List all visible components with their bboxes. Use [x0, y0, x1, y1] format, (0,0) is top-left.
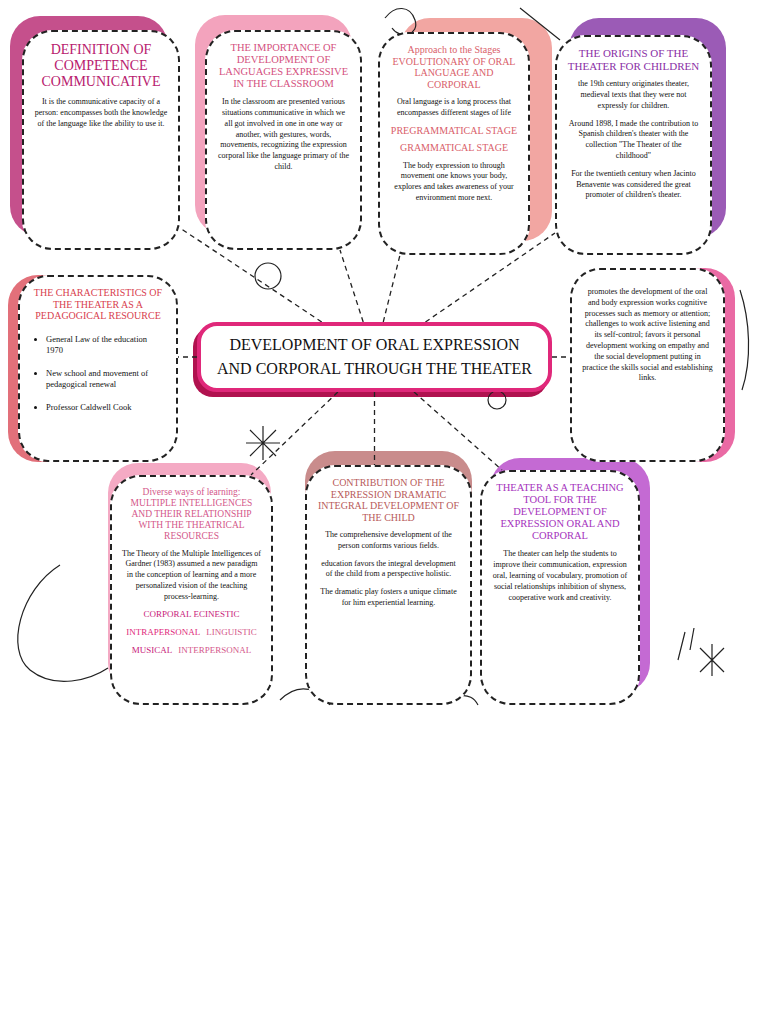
box-body: For the twentieth century when Jacinto B…: [567, 169, 700, 201]
box-body: the 19th century originates theater, med…: [567, 79, 700, 111]
topic-box: Approach to the Stages EVOLUTIONARY OF O…: [378, 32, 530, 255]
box-heading: DEFINITION OF COMPETENCE COMMUNICATIVE: [34, 42, 168, 90]
doodle-asterisk: [700, 644, 724, 676]
dashed-connector: [383, 255, 400, 322]
box-body: It is the communicative capacity of a pe…: [34, 97, 168, 129]
box-heading: CONTRIBUTION OF THE EXPRESSION DRAMATIC …: [317, 477, 460, 523]
intelligence-tag: MUSICAL: [132, 645, 173, 655]
intelligence-tag: LINGUISTIC: [206, 627, 257, 637]
intelligence-tag: INTERPERSONAL: [178, 645, 251, 655]
dashed-connector: [178, 356, 197, 357]
intelligence-tag: CORPORAL ECINESTIC: [144, 609, 240, 619]
dashed-connector: [374, 392, 375, 465]
box-heading: THE IMPORTANCE OF DEVELOPMENT OF LANGUAG…: [217, 42, 350, 90]
box-heading: THE ORIGINS OF THE THEATER FOR CHILDREN: [567, 47, 700, 72]
doodle-circle: [488, 391, 506, 409]
box-heading: Diverse ways of learning: MULTIPLE INTEL…: [122, 487, 261, 542]
box-body: The body expression to through movement …: [390, 161, 518, 204]
box-body: The theater can help the students to imp…: [492, 549, 628, 603]
topic-box: promotes the development of the oral and…: [570, 268, 725, 462]
box-body: Around 1898, I made the contribution to …: [567, 119, 700, 162]
topic-box: DEFINITION OF COMPETENCE COMMUNICATIVE It…: [22, 30, 180, 250]
doodle-stroke: [678, 628, 694, 660]
dashed-connector: [414, 392, 502, 470]
box-body: education favors the integral developmen…: [317, 559, 460, 581]
stage-heading: GRAMMATICAL STAGE: [390, 142, 518, 154]
stage-heading: PREGRAMMATICAL STAGE: [390, 125, 518, 137]
box-body: promotes the development of the oral and…: [582, 287, 713, 384]
box-body: In the classroom are presented various s…: [217, 97, 350, 173]
dashed-connector: [340, 250, 363, 322]
box-heading: THEATER AS A TEACHING TOOL FOR THE DEVEL…: [492, 482, 628, 542]
bullet-item: Professor Caldwell Cook: [46, 402, 166, 413]
intelligence-tag: INTRAPERSONAL: [126, 627, 200, 637]
topic-box: THE IMPORTANCE OF DEVELOPMENT OF LANGUAG…: [205, 30, 362, 250]
doodle-curve: [740, 290, 749, 390]
box-body: The Theory of the Multiple Intelligences…: [122, 549, 261, 603]
bullet-item: General Law of the education 1970: [46, 334, 166, 356]
box-heading: THE CHARACTERISTICS OF THE THEATER AS A …: [30, 287, 166, 322]
doodle-curve: [18, 565, 108, 681]
topic-box: THEATER AS A TEACHING TOOL FOR THE DEVEL…: [480, 470, 640, 705]
topic-box: CONTRIBUTION OF THE EXPRESSION DRAMATIC …: [305, 465, 472, 705]
doodle-asterisk: [246, 426, 280, 460]
topic-box: Diverse ways of learning: MULTIPLE INTEL…: [110, 475, 273, 705]
doodle-circle: [255, 263, 281, 289]
doodle-curve: [385, 8, 416, 34]
dashed-connector: [552, 356, 570, 357]
box-body: Oral language is a long process that enc…: [390, 97, 518, 119]
box-heading: Approach to the Stages EVOLUTIONARY OF O…: [390, 44, 518, 90]
box-body: The comprehensive development of the per…: [317, 530, 460, 552]
dashed-connector: [251, 392, 338, 475]
central-topic-box: DEVELOPMENT OF ORAL EXPRESSION AND CORPO…: [197, 322, 552, 392]
topic-box: THE CHARACTERISTICS OF THE THEATER AS A …: [18, 275, 178, 462]
topic-box: THE ORIGINS OF THE THEATER FOR CHILDREN t…: [555, 35, 712, 255]
bullet-item: New school and movement of pedagogical r…: [46, 368, 166, 390]
box-body: The dramatic play fosters a unique clima…: [317, 587, 460, 609]
central-title: DEVELOPMENT OF ORAL EXPRESSION AND CORPO…: [215, 333, 534, 381]
